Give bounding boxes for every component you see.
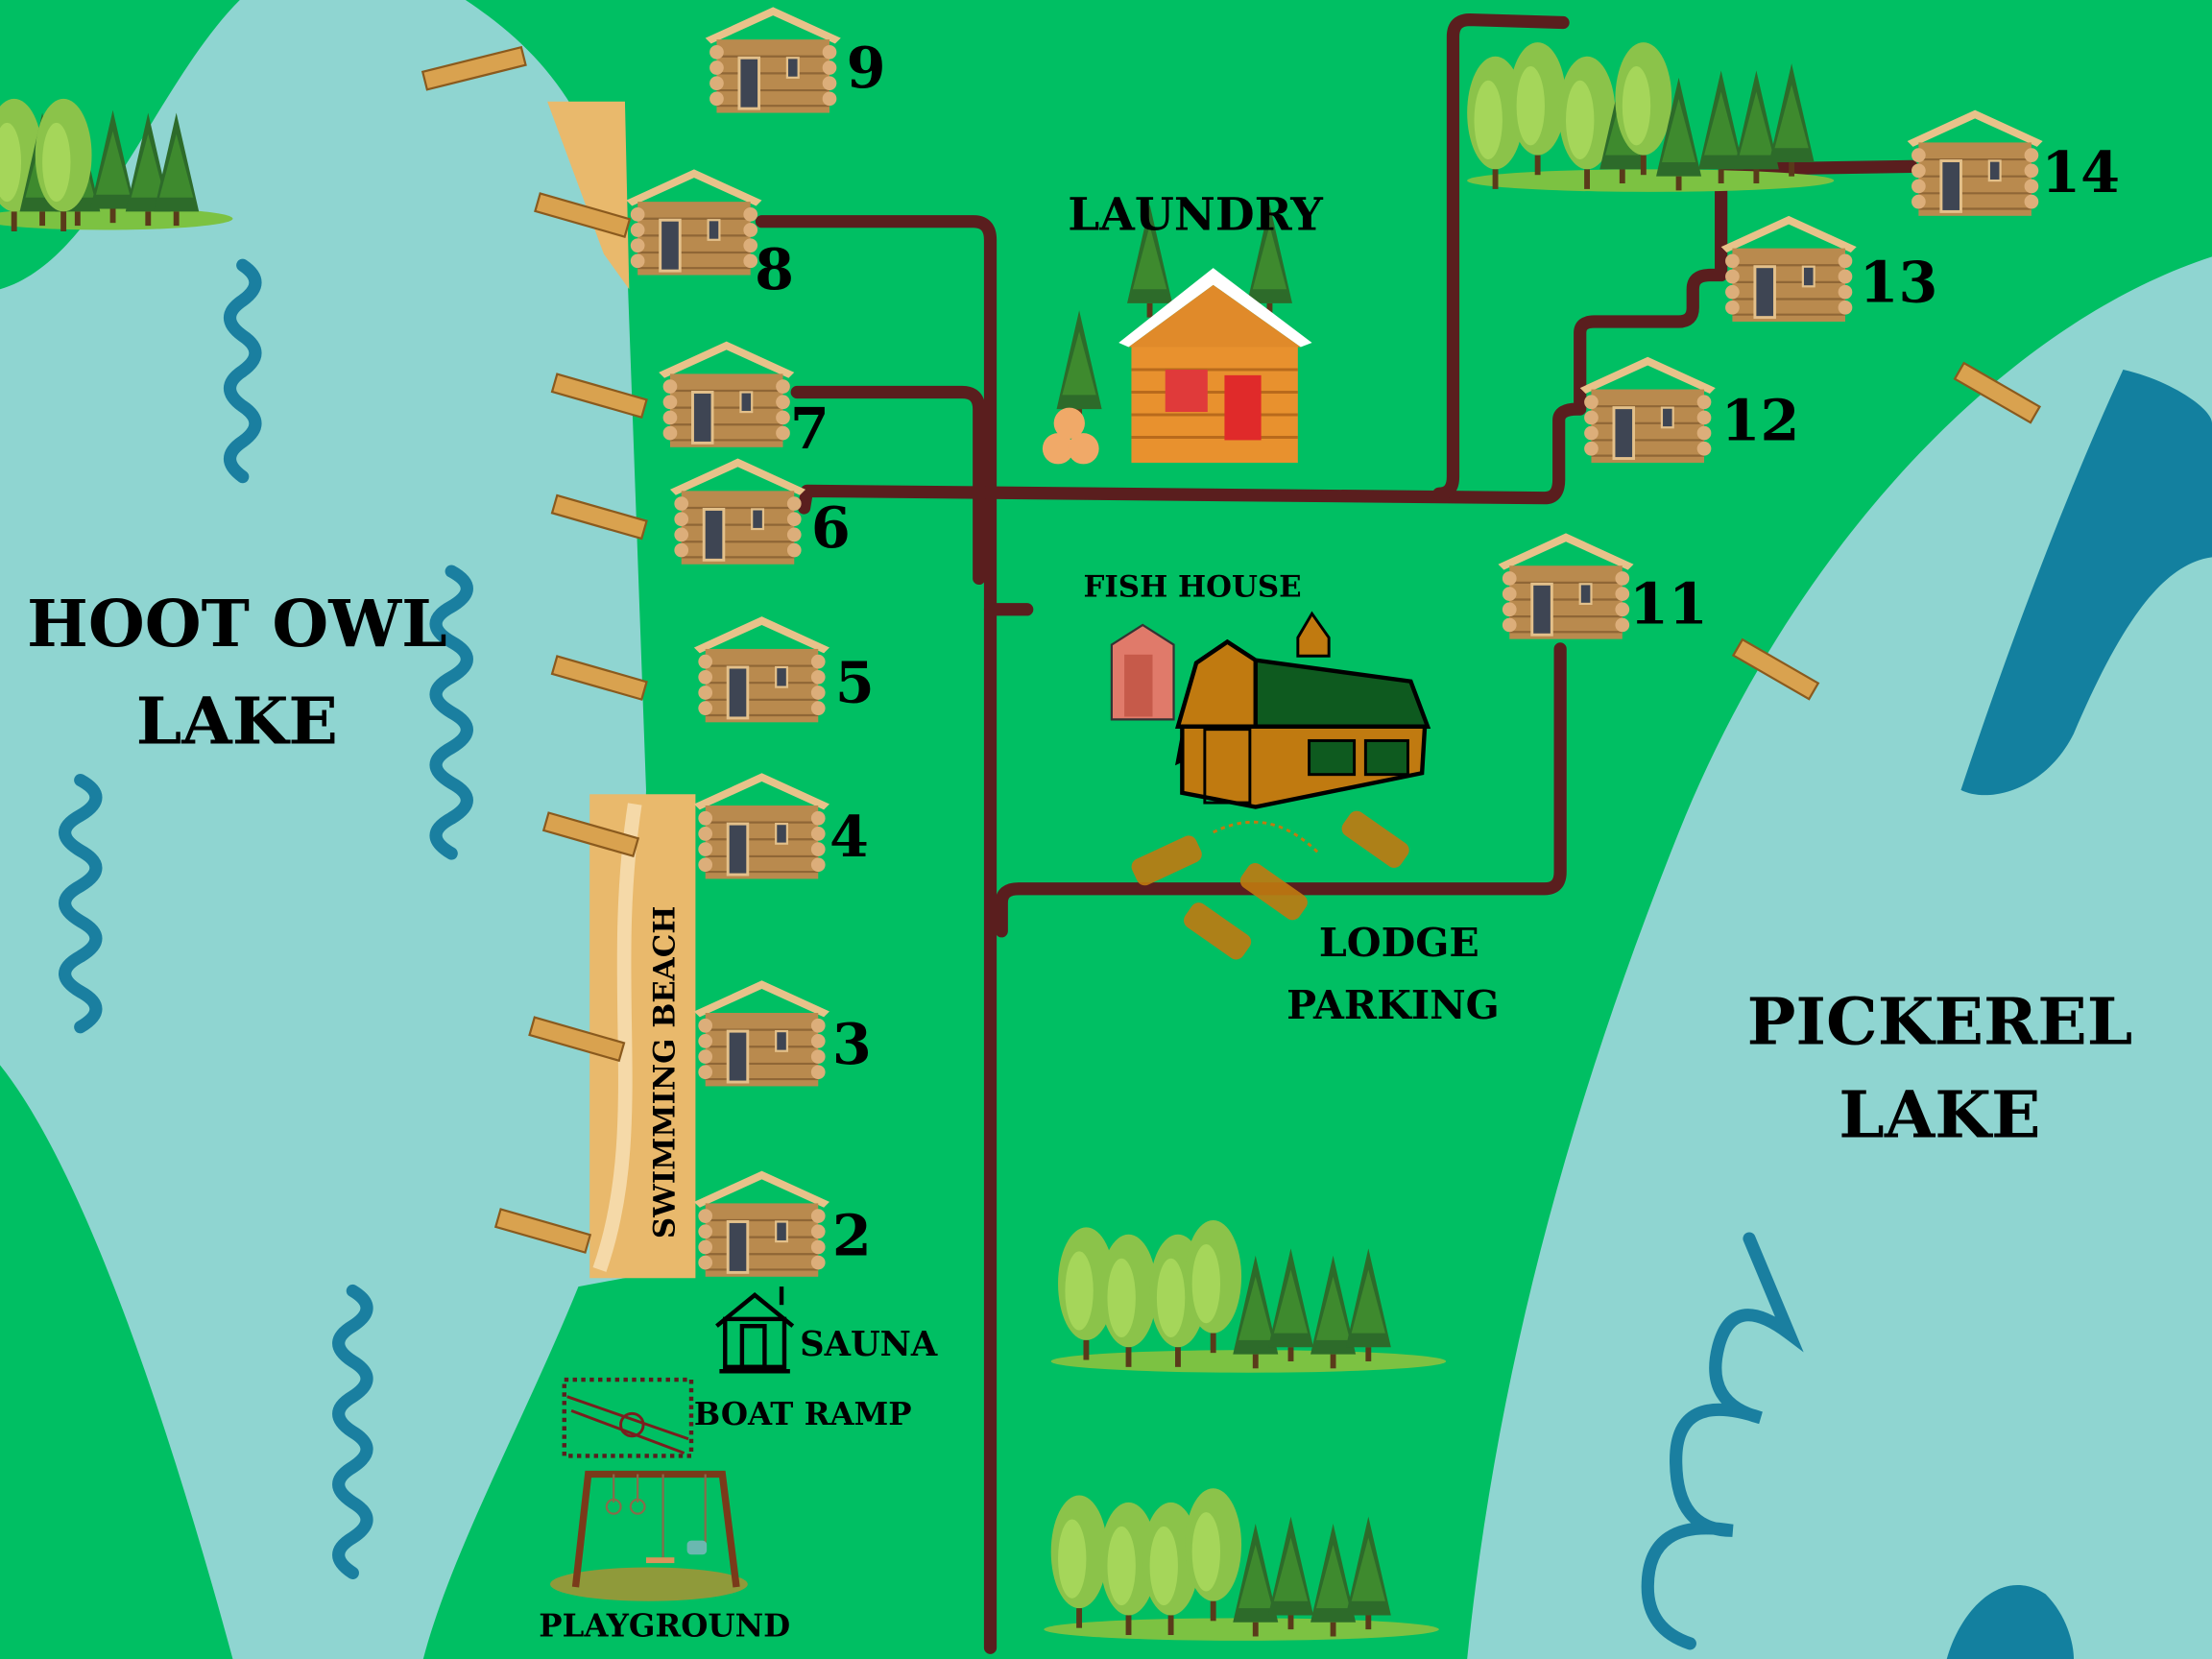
wave-decoration <box>429 565 473 860</box>
cabin-number: 12 <box>1721 387 1800 453</box>
cabin-3[interactable]: 3 <box>692 978 872 1088</box>
cabin-11[interactable]: 11 <box>1497 531 1708 641</box>
hoot-owl-lake <box>0 0 646 1659</box>
cabin-number: 13 <box>1860 249 1938 315</box>
wave-decoration <box>332 1284 373 1579</box>
cabin-8[interactable]: 8 <box>624 167 794 302</box>
pickerel-lake-label: PICKEREL <box>1747 983 2133 1059</box>
laundry-label: LAUNDRY <box>1068 189 1323 242</box>
trees-bottom <box>1044 1488 1439 1641</box>
playground[interactable]: PLAYGROUND <box>539 1470 790 1645</box>
cabin-14[interactable]: 14 <box>1906 108 2120 218</box>
deep-water <box>1946 1584 2074 1659</box>
cabin-6[interactable]: 6 <box>668 457 851 566</box>
lodge-parking[interactable]: LODGE PARKING <box>1129 807 1500 1028</box>
cabin-5[interactable]: 5 <box>692 614 875 724</box>
playground-label: PLAYGROUND <box>539 1607 790 1644</box>
cabin-number: 3 <box>832 1011 872 1077</box>
cabin-number: 9 <box>847 35 886 101</box>
swimming-beach-sand <box>589 794 696 1279</box>
hoot-owl-lake-label: HOOT OWL <box>27 586 447 661</box>
fish-house[interactable]: FISH HOUSE <box>1083 570 1431 809</box>
sauna[interactable]: SAUNA <box>715 1286 938 1374</box>
cabin-12[interactable]: 12 <box>1578 355 1800 465</box>
cabin-number: 14 <box>2041 139 2120 205</box>
cabin-7[interactable]: 7 <box>657 340 830 463</box>
laundry-building[interactable]: LAUNDRY <box>1042 189 1323 465</box>
trees-middle <box>1050 1220 1447 1373</box>
fish-house-label: FISH HOUSE <box>1083 570 1301 605</box>
cabin-9[interactable]: 9 <box>704 5 886 115</box>
boat-ramp[interactable]: BOAT RAMP <box>562 1377 912 1458</box>
cabin-2[interactable]: 2 <box>692 1169 872 1279</box>
cabin-number: 5 <box>835 650 875 716</box>
shore-sand <box>547 101 630 290</box>
trees-top-left <box>0 98 233 231</box>
hoot-owl-lake-label: LAKE <box>136 683 338 758</box>
cabin-number: 2 <box>832 1203 872 1269</box>
parking-label: PARKING <box>1286 981 1500 1028</box>
wave-decoration <box>59 773 103 1034</box>
boat-ramp-label: BOAT RAMP <box>694 1396 912 1432</box>
swimming-beach-label: SWIMMING BEACH <box>647 906 682 1239</box>
cabin-13[interactable]: 13 <box>1719 214 1938 324</box>
cabin-number: 11 <box>1629 570 1708 637</box>
trees-top-right <box>1467 42 1835 192</box>
wave-decoration <box>1641 1232 1804 1650</box>
pickerel-lake-label: LAKE <box>1839 1076 2040 1152</box>
cabin-4[interactable]: 4 <box>692 771 869 880</box>
cabin-number: 8 <box>755 236 794 302</box>
sauna-label: SAUNA <box>800 1325 938 1364</box>
docks <box>421 45 2042 1254</box>
cabin-number: 7 <box>790 396 830 462</box>
cabin-number: 6 <box>811 494 851 561</box>
wave-decoration <box>224 258 262 484</box>
deep-water <box>1960 369 2212 796</box>
cabin-number: 4 <box>830 804 869 870</box>
lodge-label: LODGE <box>1319 919 1479 966</box>
